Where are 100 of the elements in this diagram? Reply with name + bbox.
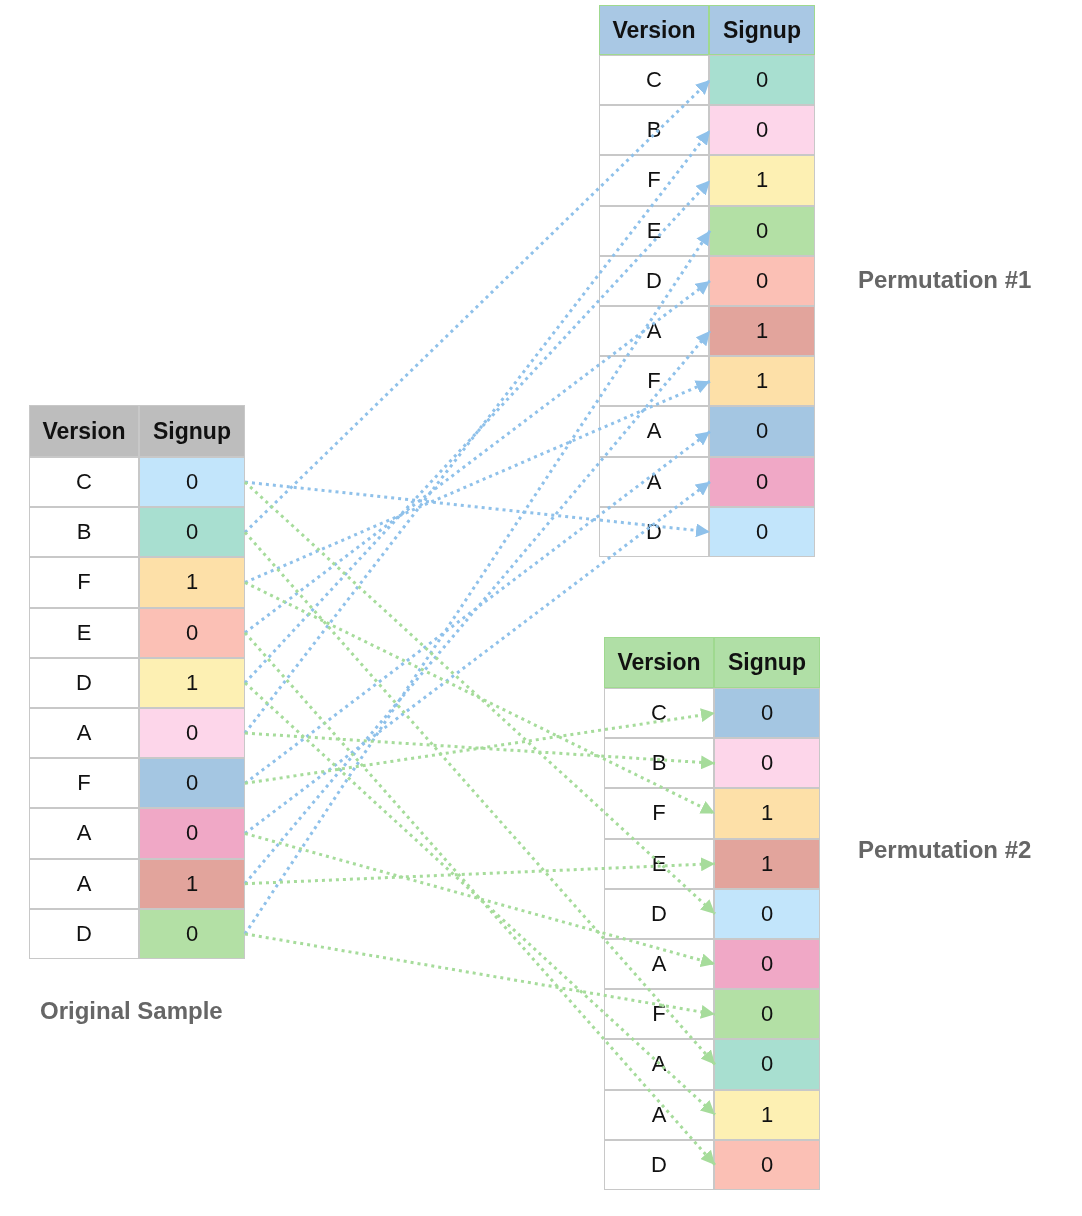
table-cell: B	[29, 507, 139, 558]
cell-text: 1	[185, 870, 199, 897]
table-title: Permutation #1	[858, 266, 1032, 294]
table-cell	[714, 738, 820, 789]
table-cell: E	[604, 838, 714, 889]
table-header-cell	[139, 405, 245, 457]
table-cell: E	[29, 607, 139, 658]
cell-text: 1	[185, 669, 199, 696]
dotted-arrow	[244, 708, 716, 785]
table-cell: F	[599, 356, 709, 407]
cell-text: Version	[42, 417, 126, 445]
cell-text: 0	[760, 700, 774, 727]
table-title: Permutation #2	[858, 836, 1032, 864]
cell-text: 0	[760, 1051, 774, 1078]
table-cell: A	[599, 456, 709, 507]
cell-text: 1	[755, 318, 769, 345]
table-cell	[714, 939, 820, 990]
table-cell	[709, 105, 815, 156]
cell-text: Signup	[723, 16, 801, 44]
dotted-arrow	[243, 229, 712, 935]
cell-text: 0	[755, 217, 769, 244]
cell-text: Version	[617, 649, 701, 676]
table-cell	[139, 607, 245, 658]
table-cell	[714, 989, 820, 1040]
table-cell	[139, 457, 245, 508]
table-cell: D	[29, 908, 139, 959]
table-cell	[714, 1139, 820, 1190]
table-header-cell	[709, 5, 815, 55]
table-cell: F	[599, 155, 709, 206]
cell-text: 0	[760, 951, 774, 978]
cell-text: 0	[755, 117, 769, 144]
cell-text: Signup	[153, 417, 231, 445]
cell-text: 0	[185, 720, 199, 747]
cell-text: 0	[760, 900, 774, 927]
dotted-arrow	[243, 631, 717, 1166]
cell-text: 0	[755, 518, 769, 545]
dotted-arrow	[243, 129, 712, 734]
table-cell: D	[604, 888, 714, 939]
cell-text: 0	[760, 1001, 774, 1028]
cell-text: 1	[760, 800, 774, 827]
dotted-arrow	[244, 430, 711, 785]
table-cell	[714, 1089, 820, 1140]
cell-text: 1	[185, 569, 199, 596]
table-cell: A	[599, 306, 709, 357]
dotted-arrow	[244, 481, 716, 915]
table-cell	[709, 356, 815, 407]
dotted-arrow	[243, 531, 717, 1066]
table-cell	[714, 838, 820, 889]
dotted-arrow	[244, 731, 716, 770]
table-cell: D	[29, 657, 139, 708]
cell-text: 1	[760, 1101, 774, 1128]
dotted-arrow	[244, 932, 716, 1019]
table-header-cell	[599, 5, 709, 55]
table-header-cell	[604, 637, 714, 688]
cell-text: 0	[755, 267, 769, 294]
table-cell: B	[599, 105, 709, 156]
table-header-cell	[714, 637, 820, 688]
cell-text: 0	[755, 418, 769, 445]
table-cell	[139, 708, 245, 759]
table-cell	[139, 758, 245, 809]
dotted-arrow	[244, 480, 711, 538]
cell-text: 0	[760, 750, 774, 777]
cell-text: 0	[185, 469, 199, 496]
dotted-arrow	[244, 480, 711, 835]
table-cell: A	[604, 1089, 714, 1140]
table-cell	[714, 788, 820, 839]
table-cell	[709, 306, 815, 357]
table-header-cell	[29, 405, 139, 457]
dotted-arrow	[244, 581, 716, 815]
table-title: Original Sample	[40, 997, 223, 1025]
table-cell: F	[604, 989, 714, 1040]
dotted-arrow	[244, 681, 716, 1116]
dotted-arrow	[244, 379, 711, 584]
table-cell: F	[29, 557, 139, 608]
table-cell: B	[604, 738, 714, 789]
cell-text: 0	[185, 770, 199, 797]
table-cell: C	[604, 688, 714, 739]
table-cell	[139, 507, 245, 558]
dotted-arrow	[244, 857, 716, 886]
table-cell: F	[604, 788, 714, 839]
cell-text: 1	[755, 368, 769, 395]
cell-text: Signup	[728, 649, 806, 676]
cell-text: 0	[185, 920, 199, 947]
dotted-arrow	[243, 330, 712, 885]
cell-text: Version	[612, 16, 696, 44]
cell-text: 1	[760, 850, 774, 877]
cell-text: 0	[755, 67, 769, 94]
table-cell	[709, 205, 815, 256]
cell-text: 0	[185, 619, 199, 646]
table-cell	[709, 406, 815, 457]
table-cell: A	[29, 808, 139, 859]
dotted-arrow	[243, 79, 712, 534]
table-cell	[709, 255, 815, 306]
table-cell	[714, 888, 820, 939]
dotted-arrow	[244, 279, 711, 634]
cell-text: 0	[185, 519, 199, 546]
table-cell: F	[29, 758, 139, 809]
table-cell	[139, 858, 245, 909]
table-cell	[139, 657, 245, 708]
table-cell	[709, 55, 815, 106]
